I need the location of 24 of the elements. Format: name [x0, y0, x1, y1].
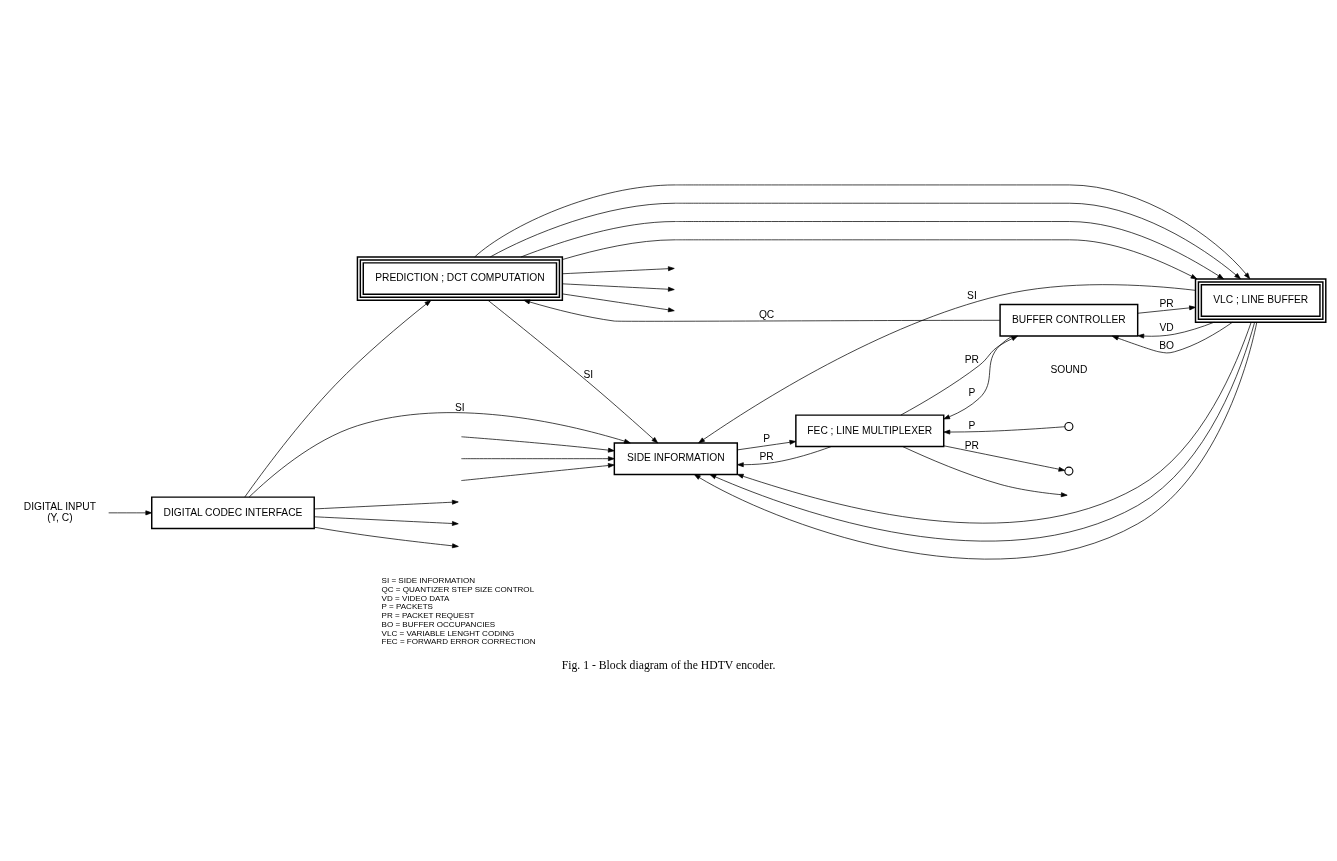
edge-label: PR [1159, 298, 1174, 310]
edge-label: VD [1159, 322, 1174, 334]
label: P = PACKETS [381, 602, 433, 612]
edge-label: PR [964, 439, 980, 451]
label: VD = VIDEO DATA [381, 593, 450, 603]
edge-label: P [968, 386, 976, 398]
edge-label: QC [758, 309, 775, 321]
edge-label: PR [964, 353, 980, 365]
label: FEC = FORWARD ERROR CORRECTION [381, 637, 536, 647]
edge-label: PR [759, 450, 774, 462]
edge-label: BO [1159, 340, 1174, 352]
node-text: DIGITAL INPUT (Y, C) [23, 501, 96, 524]
label: SI = SIDE INFORMATION [381, 575, 476, 585]
label: SOUND [1050, 363, 1088, 375]
edge-label: SI [967, 289, 977, 301]
label: QC = QUANTIZER STEP SIZE CONTROL [381, 584, 535, 594]
edge-label: SI [455, 401, 465, 413]
label: PR = PACKET REQUEST [381, 611, 475, 621]
edge-label: P [763, 432, 770, 444]
label: BO = BUFFER OCCUPANCIES [381, 619, 496, 629]
caption: Fig. 1 - Block diagram of the HDTV encoder. [561, 659, 776, 673]
edge-label: SI [583, 368, 594, 380]
label: VLC = VARIABLE LENGHT CODING [381, 628, 515, 638]
edge-label: P [968, 419, 976, 431]
